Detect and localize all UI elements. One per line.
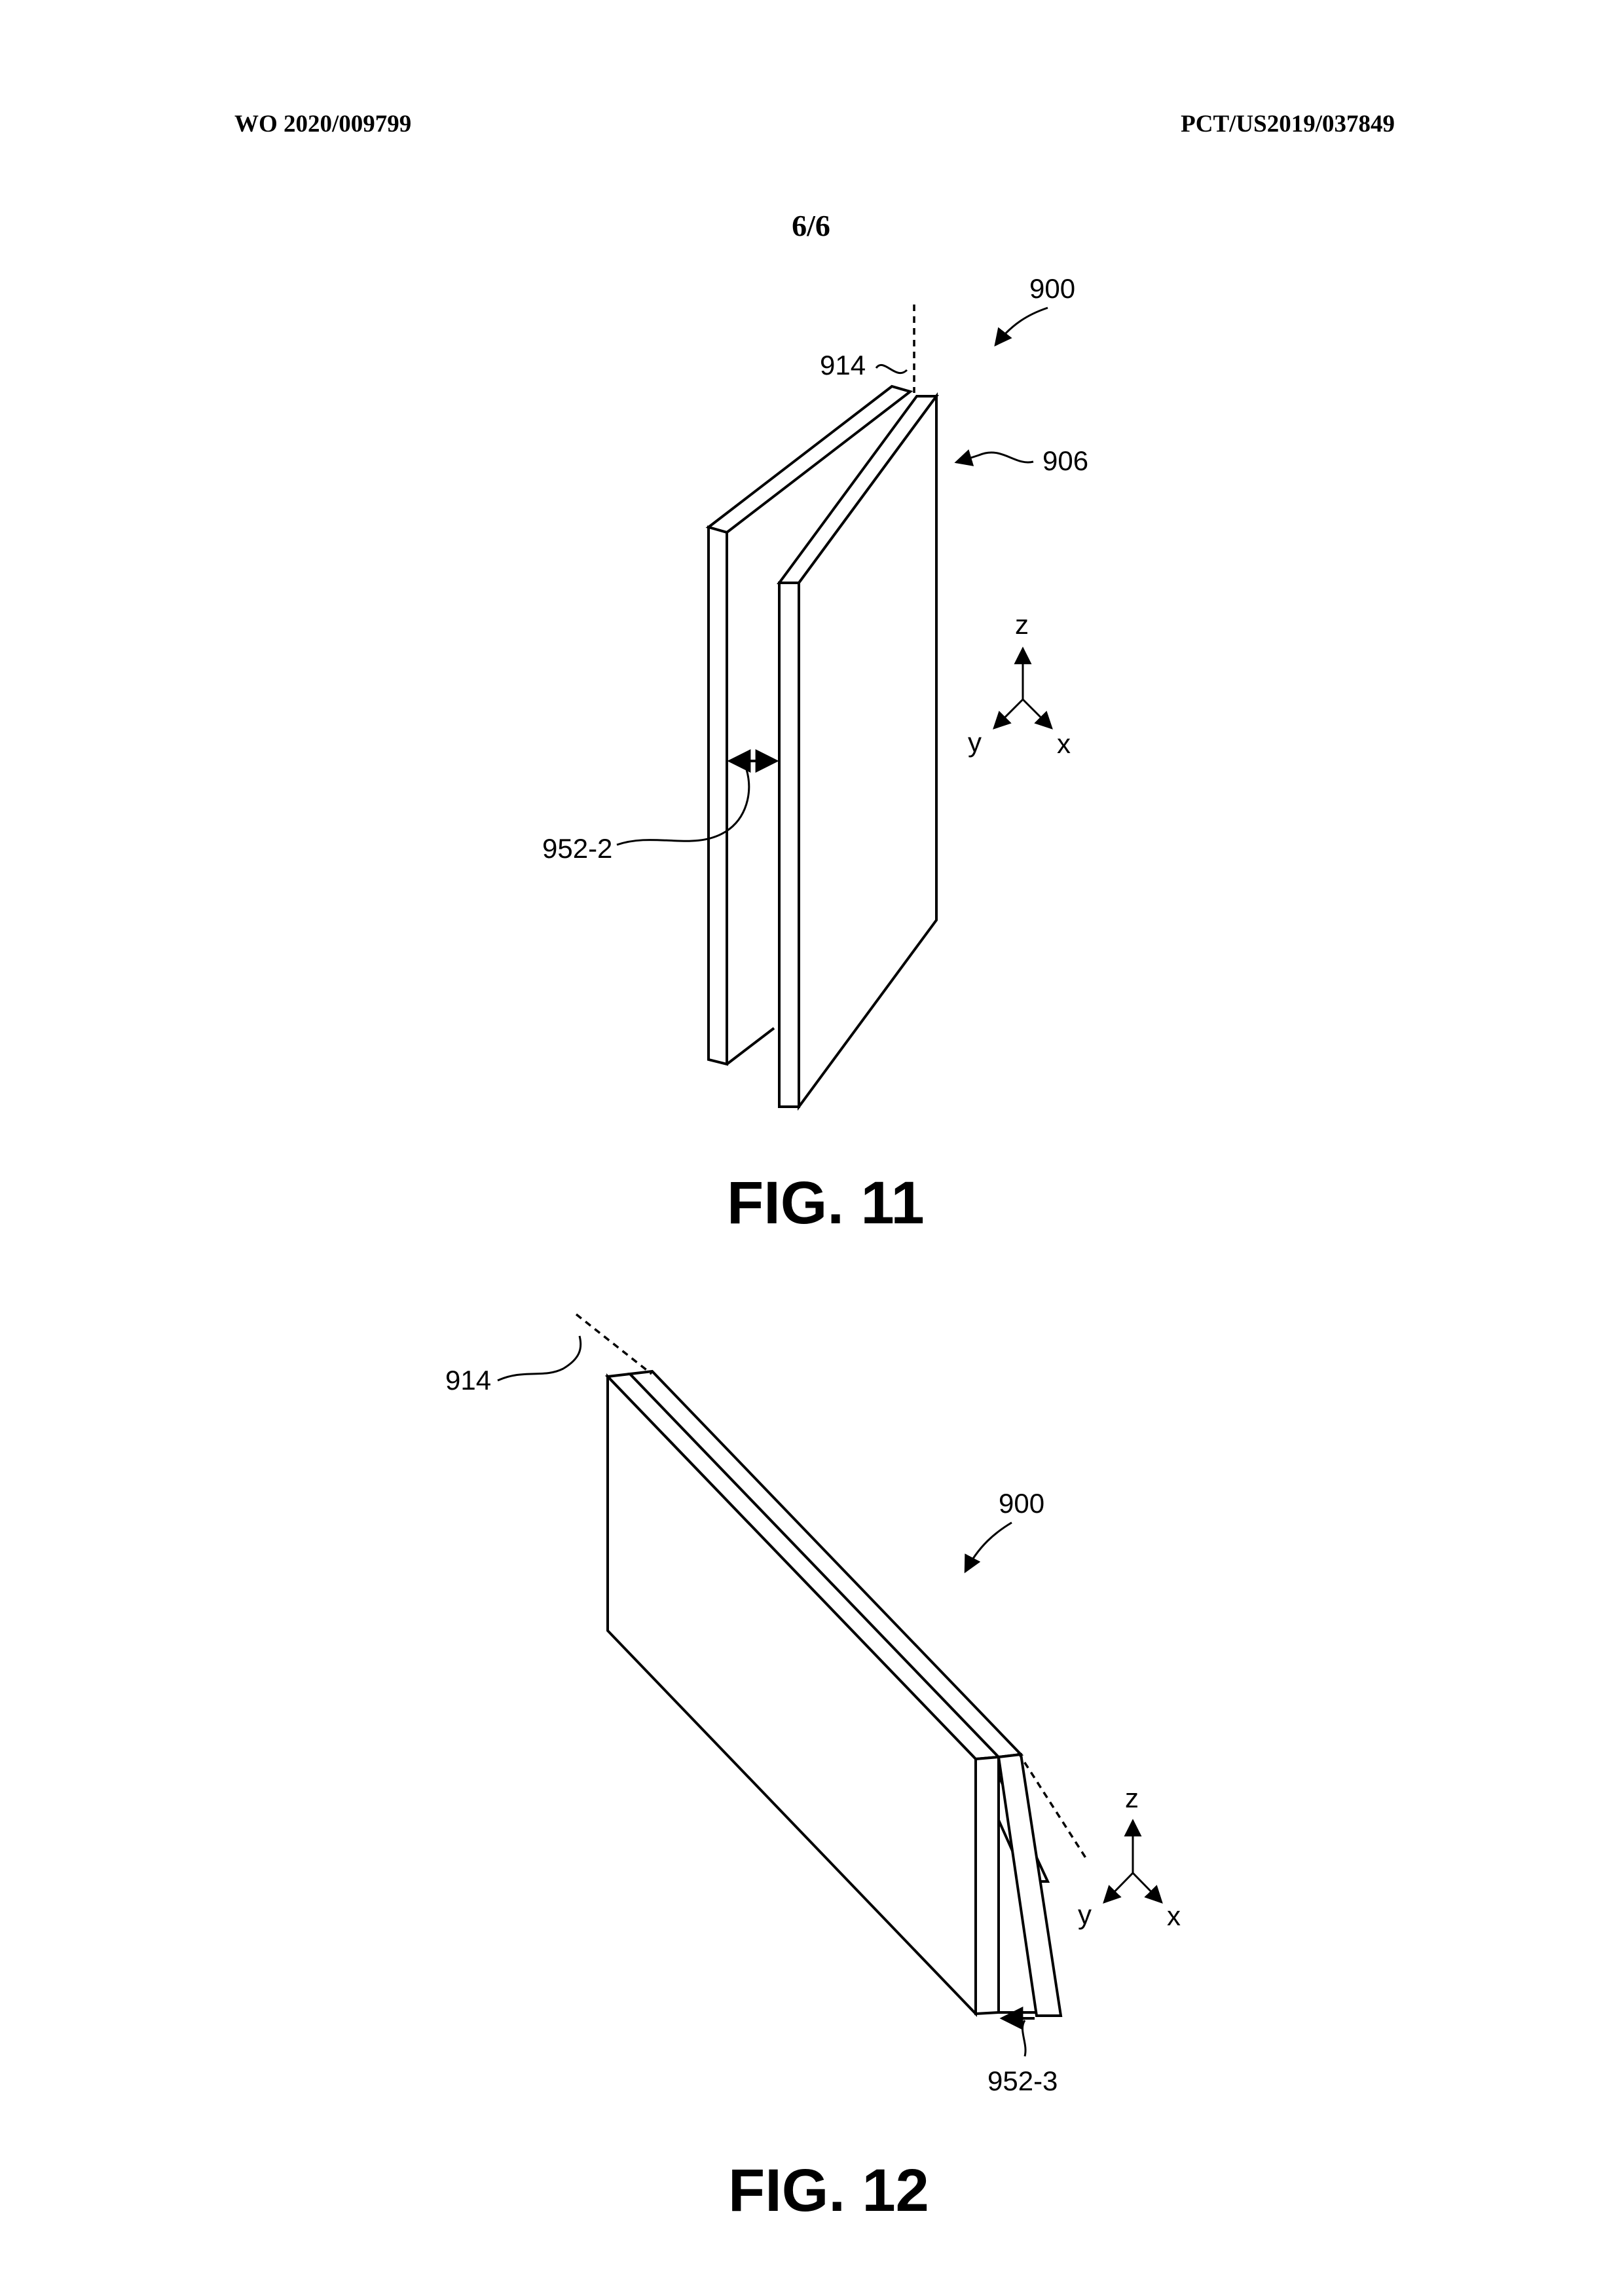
fig11-leader-914	[875, 363, 908, 375]
fig11-axes: z y x	[968, 609, 1071, 759]
fig11-front-panel	[777, 392, 939, 1111]
fig11-axis-y: y	[968, 727, 982, 758]
fig12-leader-900	[964, 1521, 1012, 1574]
fig11-caption: FIG. 11	[727, 1170, 925, 1236]
fig12-panels	[604, 1369, 1063, 2017]
fig12-drawing: 914 900 952-3 z y x FIG. 12	[445, 1313, 1181, 2224]
sheet-number: 6/6	[792, 209, 830, 242]
fig11-drawing: 900 914 906 952-2 z y x FIG. 11	[542, 273, 1088, 1236]
fig11-label-952-2: 952-2	[542, 833, 612, 864]
fig11-axis-z: z	[1015, 609, 1029, 640]
fig12-axis-x: x	[1167, 1900, 1181, 1931]
fig12-label-952-3: 952-3	[987, 2065, 1058, 2096]
publication-number: WO 2020/009799	[234, 111, 412, 138]
fig12-leader-914	[497, 1335, 582, 1382]
fig11-label-906: 906	[1042, 445, 1088, 476]
fig11-leader-906	[954, 449, 1034, 466]
fig12-leader-952-3	[1021, 2020, 1027, 2057]
fig12-axis-914-line-top	[575, 1313, 653, 1375]
fig12-axis-z: z	[1125, 1783, 1139, 1813]
fig11-rear-panel	[705, 384, 913, 1066]
application-number: PCT/US2019/037849	[1181, 111, 1395, 138]
fig11-axis-x: x	[1057, 728, 1071, 759]
fig12-axis-914-line-bottom	[1017, 1752, 1088, 1861]
fig12-axis-y: y	[1078, 1899, 1092, 1930]
fig11-leader-900	[994, 306, 1048, 347]
fig12-label-914: 914	[445, 1365, 491, 1396]
fig12-axes: z y x	[1078, 1783, 1181, 1931]
fig11-label-900: 900	[1029, 273, 1075, 304]
fig12-label-900: 900	[999, 1488, 1044, 1519]
fig11-label-914: 914	[820, 350, 866, 380]
fig11-leader-952-2	[616, 769, 750, 846]
fig12-caption: FIG. 12	[728, 2157, 929, 2224]
